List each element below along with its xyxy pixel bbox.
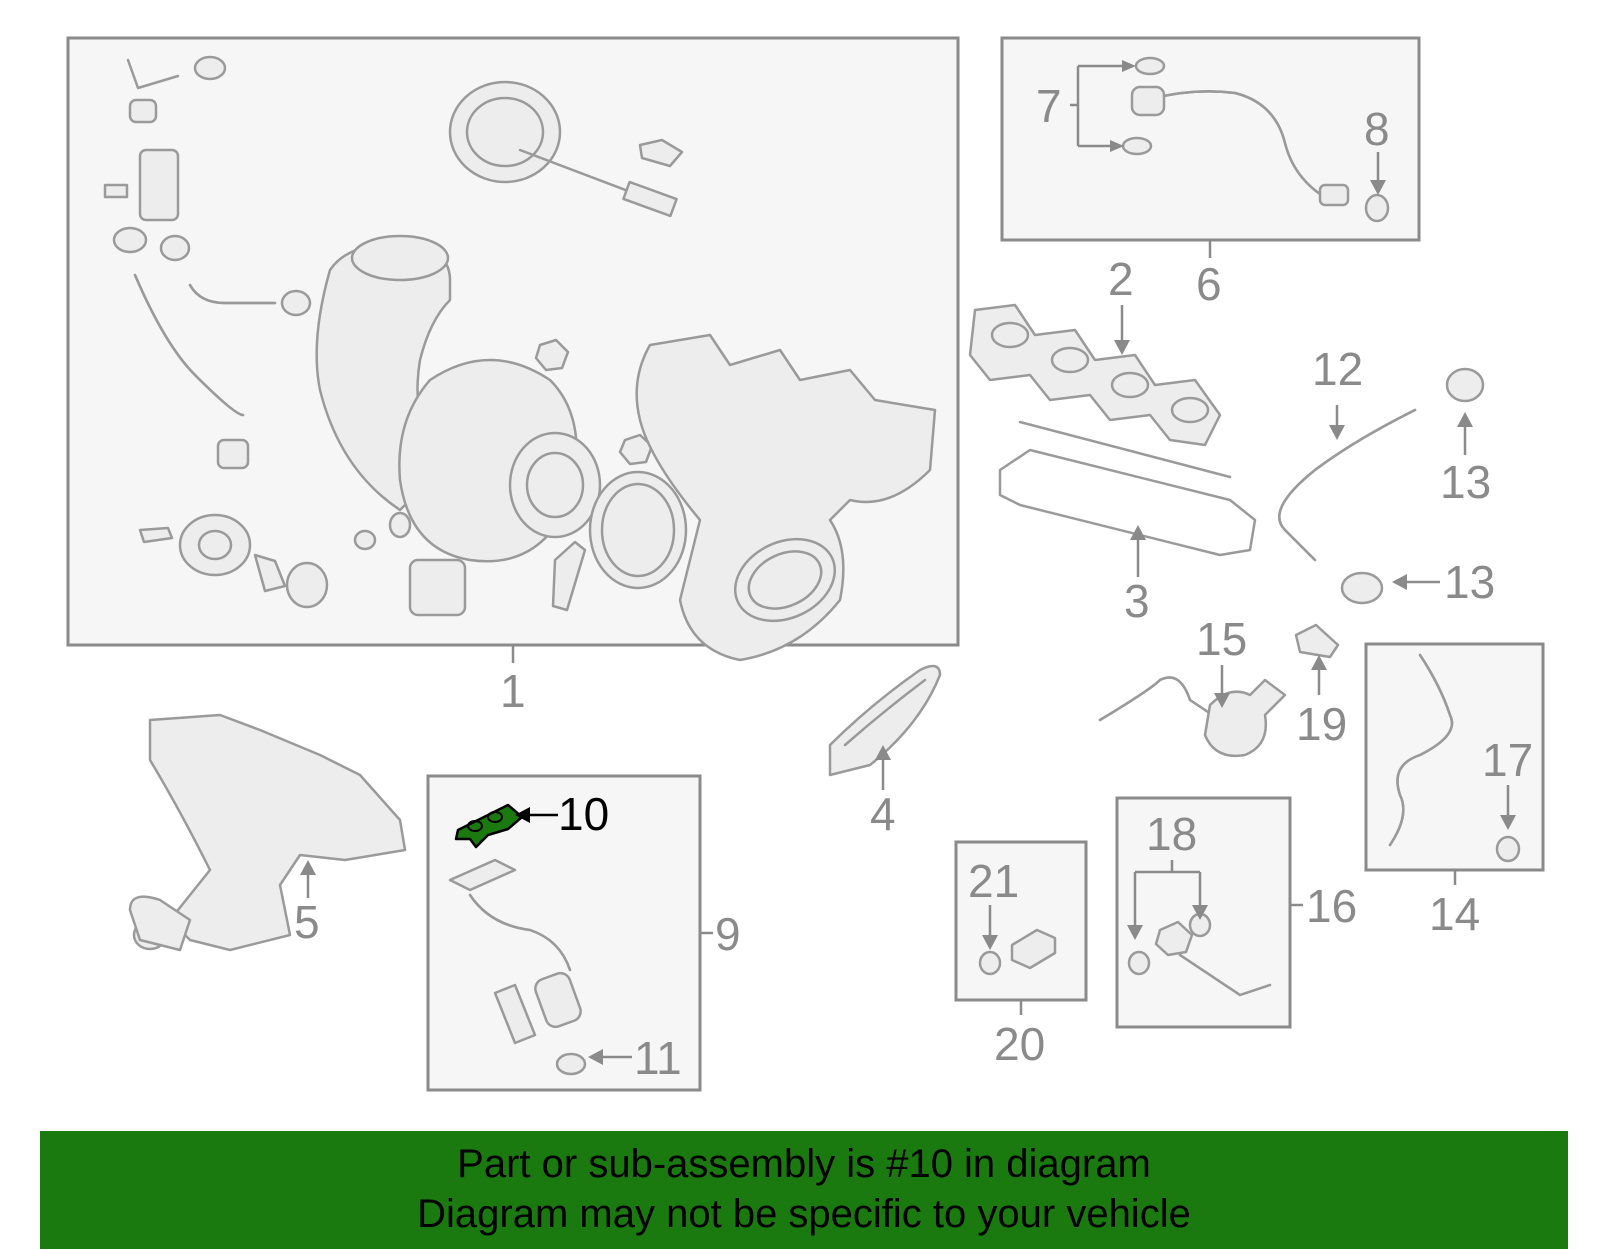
vacuum-hoses <box>103 55 312 470</box>
info-banner: Part or sub-assembly is #10 in diagram D… <box>40 1131 1568 1249</box>
coolant-hose-12 <box>1278 408 1417 562</box>
assembly-box-6 <box>1000 36 1421 242</box>
coolant-pipe-15 <box>1098 676 1287 758</box>
callout-15[interactable]: 15 <box>1196 613 1247 665</box>
callout-14[interactable]: 14 <box>1429 888 1480 940</box>
part-10-highlighted[interactable] <box>454 803 524 849</box>
gasket-2 <box>968 303 1222 447</box>
assembly-box-1 <box>66 36 960 662</box>
callout-4[interactable]: 4 <box>870 788 896 840</box>
callout-3[interactable]: 3 <box>1124 575 1150 627</box>
turbocharger <box>315 234 688 617</box>
hose-clamp-13a <box>1445 367 1485 403</box>
callout-8[interactable]: 8 <box>1364 103 1390 155</box>
callout-20[interactable]: 20 <box>994 1018 1045 1070</box>
callout-19[interactable]: 19 <box>1296 698 1347 750</box>
callout-5[interactable]: 5 <box>294 896 320 948</box>
callout-13a[interactable]: 13 <box>1440 456 1491 508</box>
assembly-box-14 <box>1364 642 1545 872</box>
banner-line-1: Part or sub-assembly is #10 in diagram <box>457 1142 1151 1186</box>
callout-10[interactable]: 10 <box>558 788 609 840</box>
callout-7[interactable]: 7 <box>1036 80 1062 132</box>
exhaust-manifold <box>635 333 937 662</box>
callout-18[interactable]: 18 <box>1146 808 1197 860</box>
callout-6[interactable]: 6 <box>1196 258 1222 310</box>
banner-line-2: Diagram may not be specific to your vehi… <box>417 1192 1191 1236</box>
wastegate-actuator <box>448 80 684 218</box>
clip-19 <box>1294 623 1340 659</box>
callout-2[interactable]: 2 <box>1108 253 1134 305</box>
callout-12[interactable]: 12 <box>1312 343 1363 395</box>
callout-17[interactable]: 17 <box>1482 734 1533 786</box>
assembly-box-20 <box>954 840 1088 1002</box>
callout-9[interactable]: 9 <box>715 908 741 960</box>
callout-13b[interactable]: 13 <box>1444 556 1495 608</box>
heat-shield-4 <box>828 664 942 777</box>
leader-lines <box>300 60 1516 1065</box>
heat-shield-5 <box>128 713 407 952</box>
hose-clamp-13b <box>1340 571 1384 605</box>
callout-21[interactable]: 21 <box>968 855 1019 907</box>
gasket-3 <box>998 420 1257 557</box>
callout-numbers: 1 2 3 4 5 6 7 8 9 10 11 12 13 13 14 15 1… <box>294 80 1533 1084</box>
callout-1[interactable]: 1 <box>500 665 526 717</box>
callout-16[interactable]: 16 <box>1306 880 1357 932</box>
callout-11[interactable]: 11 <box>634 1032 682 1084</box>
assembly-box-9 <box>426 774 702 1092</box>
small-fittings <box>138 511 412 609</box>
